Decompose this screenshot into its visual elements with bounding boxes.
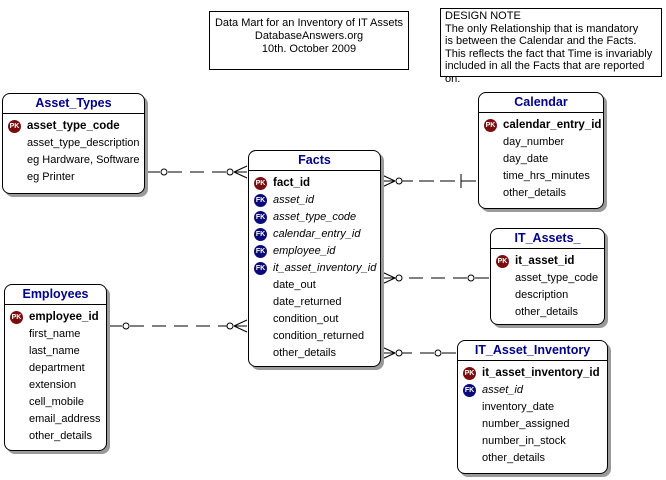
entity-title: Employees (22, 287, 89, 301)
relationship-it-asset-inventory-crows-foot (381, 352, 396, 360)
attribute: other_details (273, 347, 336, 359)
attribute-primary-key: employee_id (29, 311, 99, 323)
attribute: asset_type_code (515, 272, 599, 284)
attribute: date_out (273, 279, 316, 291)
relationship-calendar-crows-foot (381, 174, 396, 182)
relationship-it-assets-crows-foot (381, 277, 396, 285)
note-line: The only Relationship that is mandatory (445, 22, 639, 35)
entity-title-divider (479, 112, 603, 113)
attribute: first_name (29, 328, 81, 340)
relationship-it-asset-inventory-optional-marker (395, 349, 403, 357)
entity-title: IT_Assets_ (514, 231, 581, 245)
attribute: description (515, 289, 569, 301)
relationship-it-asset-inventory-optional-marker (434, 349, 442, 357)
entity-title: Asset_Types (35, 96, 112, 110)
attribute: email_address (29, 413, 101, 425)
attribute: cell_mobile (29, 396, 85, 408)
primary-key-icon: PK (496, 255, 509, 268)
attribute: other_details (482, 452, 545, 464)
relationship-it-asset-inventory-crows-foot (381, 346, 396, 354)
attribute-primary-key: it_asset_id (515, 255, 575, 267)
relationship-calendar-crows-foot (381, 180, 396, 188)
attribute-primary-key: fact_id (273, 177, 311, 189)
relationship-asset-types-optional-marker (226, 168, 234, 176)
note-line: DESIGN NOTE (445, 10, 521, 22)
attribute: department (29, 362, 85, 374)
attribute: number_assigned (482, 418, 570, 430)
attribute: number_in_stock (482, 435, 566, 447)
attribute-foreign-key: asset_id (273, 194, 314, 206)
relationship-it-assets-optional-marker (467, 274, 475, 282)
note-line: included in all the Facts that are repor… (445, 60, 645, 85)
primary-key-icon: PK (8, 120, 21, 133)
diagram-title-box: Data Mart for an Inventory of IT Assets … (209, 11, 409, 70)
attribute: asset_type_description (27, 137, 140, 149)
entity-title-divider (5, 304, 106, 305)
attribute: other_details (29, 430, 92, 442)
entity-title: IT_Asset_Inventory (474, 343, 591, 357)
entity-title: Calendar (514, 95, 568, 109)
primary-key-icon: PK (254, 177, 267, 190)
attribute-primary-key: it_asset_inventory_id (482, 367, 600, 379)
attribute: day_date (503, 153, 549, 165)
attribute-foreign-key: asset_id (482, 384, 523, 396)
entity-title-divider (249, 170, 380, 171)
attribute-primary-key: asset_type_code (27, 120, 120, 132)
title-line: 10th. October 2009 (261, 43, 357, 55)
attribute-foreign-key: asset_type_code (273, 211, 357, 223)
foreign-key-icon: FK (254, 211, 267, 224)
primary-key-icon: PK (10, 311, 23, 324)
foreign-key-icon: FK (254, 245, 267, 258)
attribute: other_details (515, 306, 578, 318)
attribute-foreign-key: employee_id (273, 245, 336, 257)
relationship-employees-optional-marker (226, 322, 234, 330)
entity-title: Facts (298, 153, 331, 167)
attribute-primary-key: calendar_entry_id (503, 119, 602, 131)
relationship-asset-types-crows-foot (233, 165, 248, 173)
note-line: is between the Calendar and the Facts. (445, 35, 637, 47)
foreign-key-icon: FK (254, 228, 267, 241)
entity-title-divider (458, 360, 607, 361)
attribute: extension (29, 379, 77, 391)
primary-key-icon: PK (463, 367, 476, 380)
attribute-foreign-key: it_asset_inventory_id (273, 262, 377, 274)
attribute: condition_out (273, 313, 339, 325)
relationship-employees-crows-foot (233, 325, 248, 333)
relationship-it-assets-crows-foot (381, 271, 396, 279)
relationship-it-assets-optional-marker (395, 274, 403, 282)
relationship-employees-crows-foot (233, 319, 248, 327)
attribute: date_returned (273, 296, 342, 308)
attribute: day_number (503, 136, 565, 148)
relationship-asset-types-crows-foot (233, 171, 248, 179)
entity-title-divider (3, 113, 144, 114)
primary-key-icon: PK (484, 119, 497, 132)
relationship-asset-types-optional-marker (160, 168, 168, 176)
note-line: This reflects the fact that Time is inva… (445, 47, 653, 60)
attribute: condition_returned (273, 330, 365, 342)
foreign-key-icon: FK (254, 194, 267, 207)
relationship-employees-optional-marker (122, 322, 130, 330)
attribute: eg Hardware, Software (27, 154, 140, 166)
title-line: Data Mart for an Inventory of IT Assets (214, 17, 404, 29)
relationship-calendar-optional-marker (395, 177, 403, 185)
title-line: DatabaseAnswers.org (254, 30, 364, 42)
attribute: eg Printer (27, 171, 75, 183)
entity-title-divider (491, 248, 604, 249)
attribute: inventory_date (482, 401, 555, 413)
attribute-foreign-key: calendar_entry_id (273, 228, 361, 240)
foreign-key-icon: FK (254, 262, 267, 275)
attribute: other_details (503, 187, 566, 199)
attribute: time_hrs_minutes (503, 170, 590, 182)
foreign-key-icon: FK (463, 384, 476, 397)
attribute: last_name (29, 345, 80, 357)
design-note-box: DESIGN NOTE The only Relationship that i… (440, 8, 662, 85)
